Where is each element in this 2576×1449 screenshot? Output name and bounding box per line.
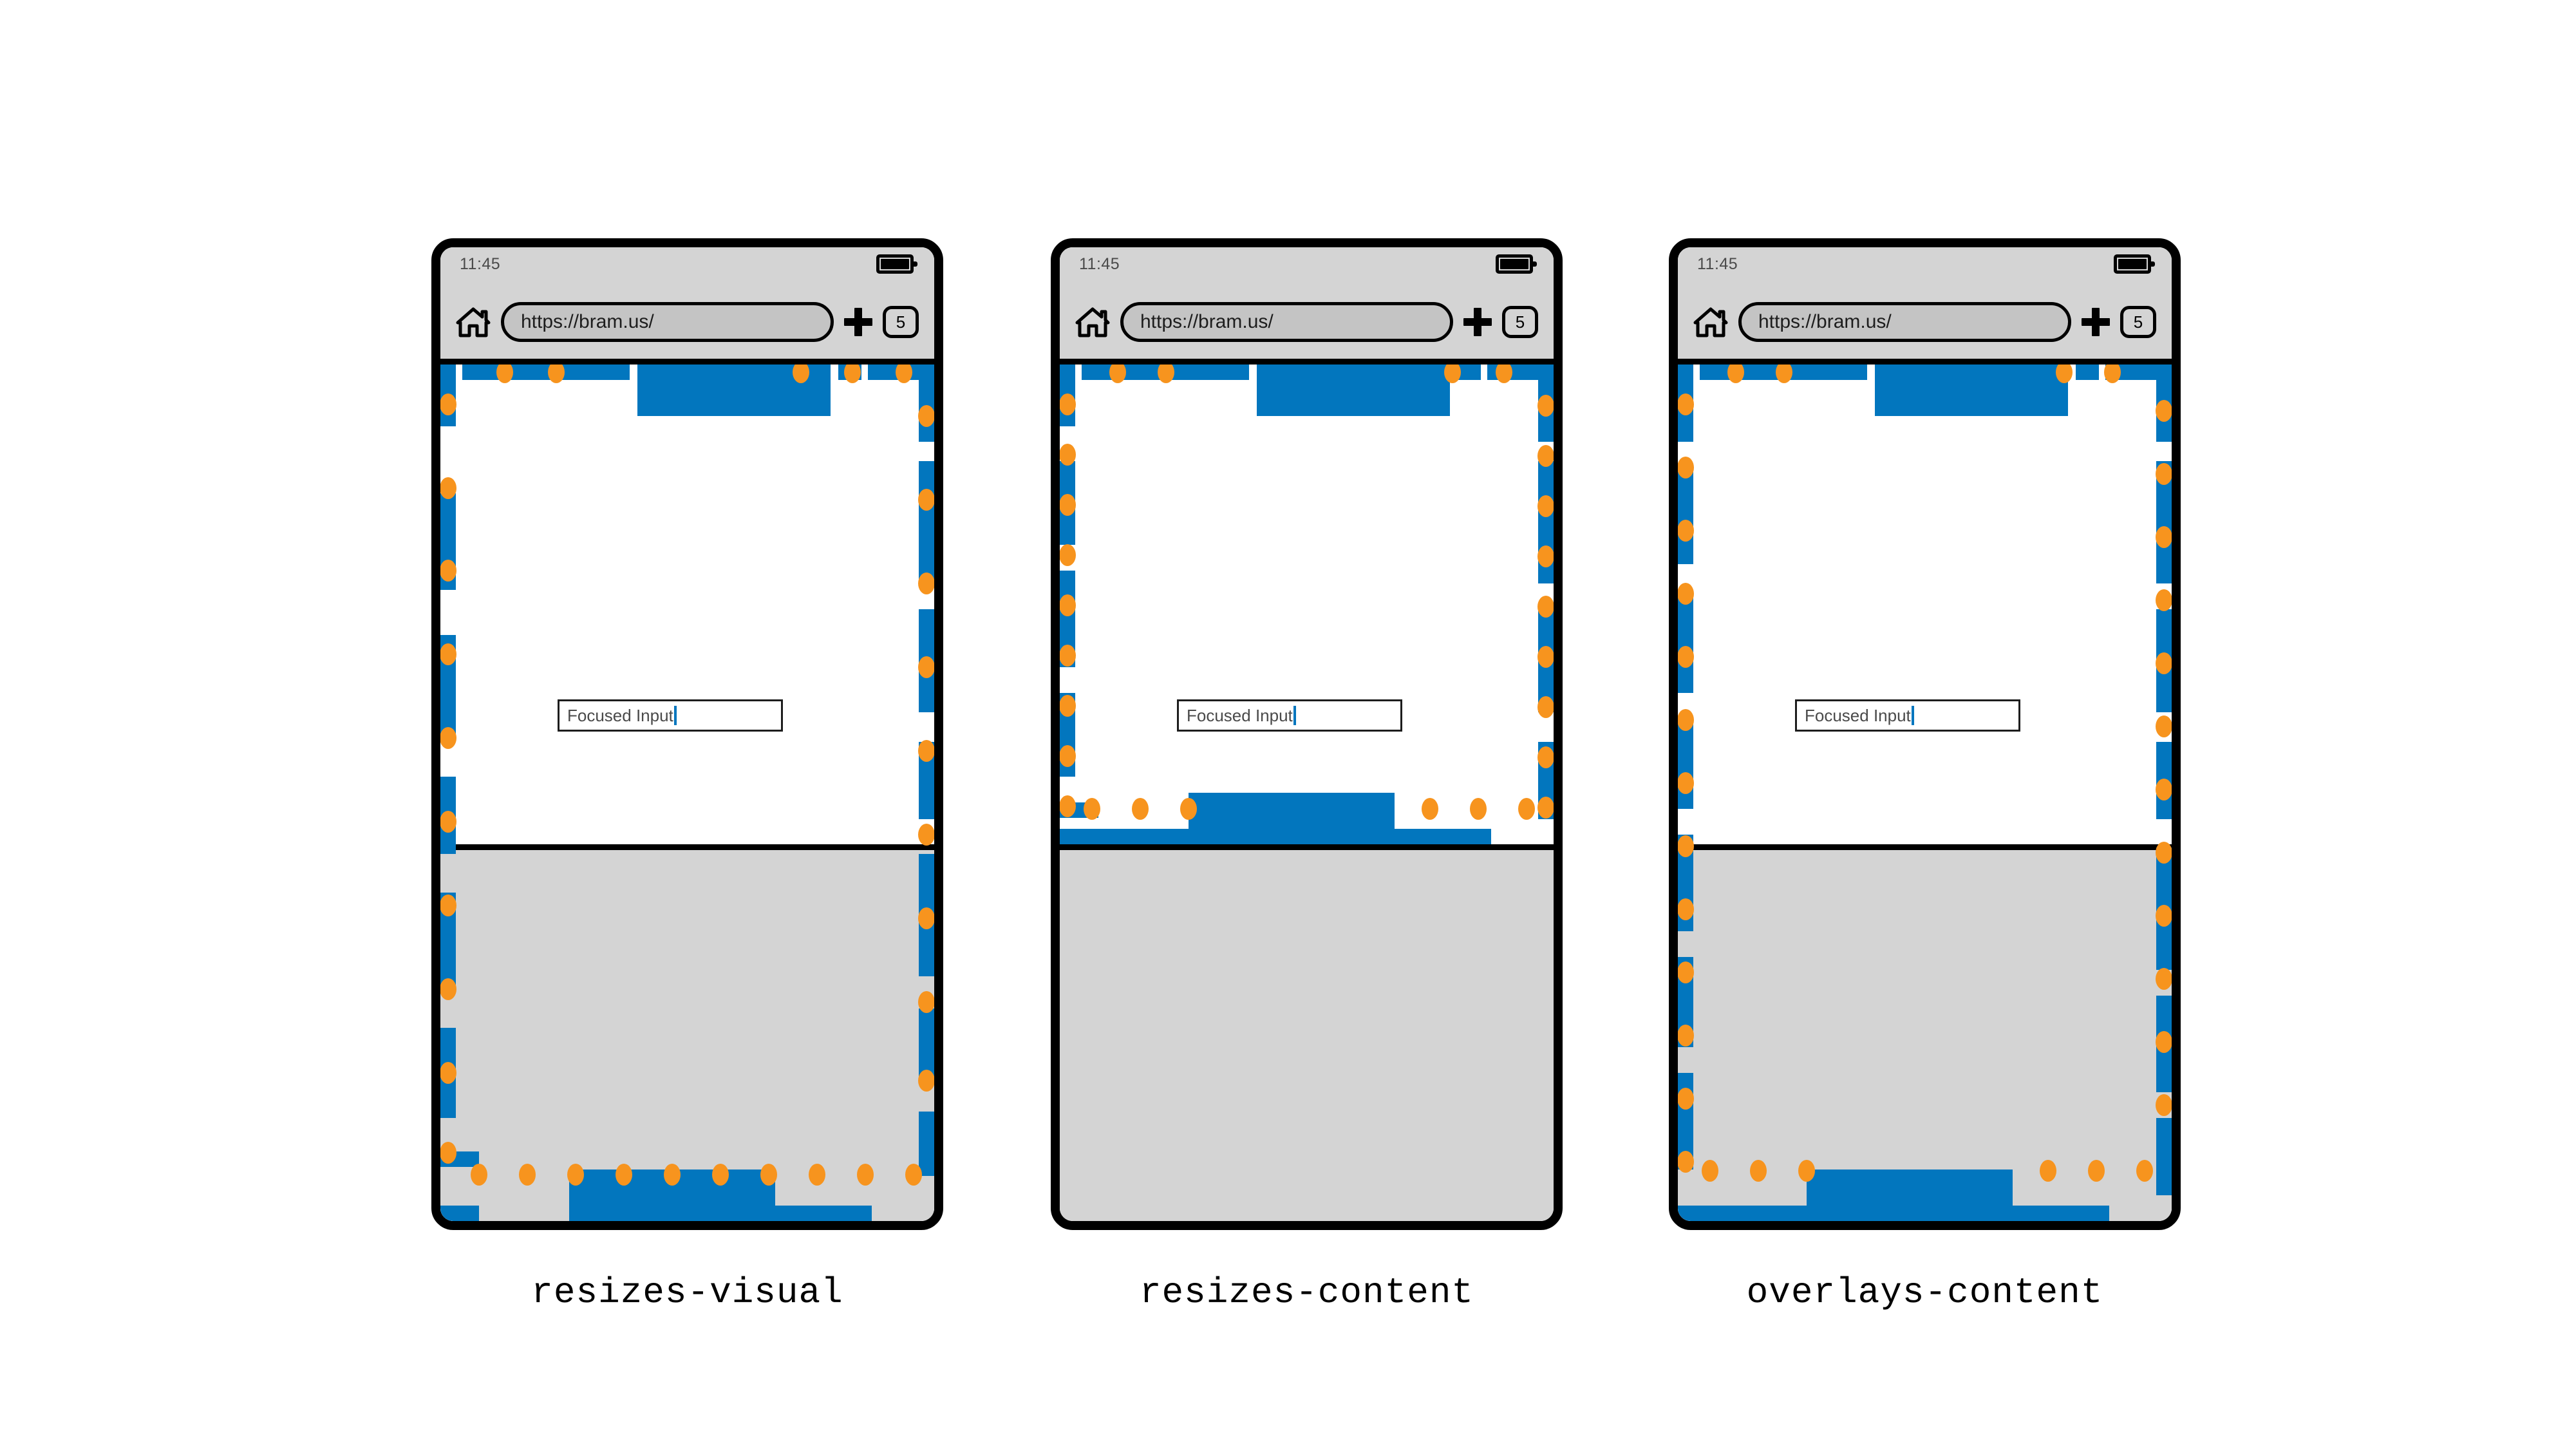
- home-icon[interactable]: [1693, 307, 1728, 337]
- focused-input-value: Focused Input: [1805, 705, 1911, 725]
- phone-resizes-content: 11:45 https://bram.us/ 5: [1051, 238, 1563, 1230]
- tab-count-button[interactable]: 5: [1502, 306, 1538, 338]
- text-caret: [1911, 706, 1914, 725]
- plus-icon[interactable]: [1463, 308, 1492, 336]
- home-icon[interactable]: [456, 307, 491, 337]
- browser-chrome: 11:45 https://bram.us/ 5: [1678, 247, 2172, 365]
- battery-full-icon: [1496, 254, 1537, 274]
- tab-count-label: 5: [1515, 312, 1525, 332]
- focused-input-field[interactable]: Focused Input: [558, 699, 783, 732]
- battery-full-icon: [2114, 254, 2155, 274]
- content-area: Focused Input: [1060, 365, 1554, 1221]
- phone-screen: 11:45 https://bram.us/ 5: [1678, 247, 2172, 1221]
- status-clock: 11:45: [460, 255, 501, 273]
- tab-count-label: 5: [2133, 312, 2143, 332]
- status-clock: 11:45: [1697, 255, 1738, 273]
- url-text: https://bram.us/: [1140, 311, 1274, 332]
- plus-icon[interactable]: [2082, 308, 2110, 336]
- phone-resizes-visual: 11:45 https://bram.us/ 5: [431, 238, 943, 1230]
- text-caret: [1293, 706, 1296, 725]
- content-area: Focused Input: [440, 365, 934, 1221]
- browser-toolbar: https://bram.us/ 5: [440, 285, 934, 359]
- virtual-keyboard: [1060, 844, 1554, 1221]
- caption-resizes-visual: resizes-visual: [531, 1272, 843, 1313]
- status-bar: 11:45: [1678, 247, 2172, 285]
- phone-screen: 11:45 https://bram.us/ 5: [440, 247, 934, 1221]
- focused-input-field[interactable]: Focused Input: [1795, 699, 2020, 732]
- battery-full-icon: [876, 254, 917, 274]
- caption-resizes-content: resizes-content: [1139, 1272, 1474, 1313]
- content-area: Focused Input: [1678, 365, 2172, 1221]
- tab-count-button[interactable]: 5: [883, 306, 919, 338]
- focused-input-value: Focused Input: [1187, 705, 1293, 725]
- home-icon[interactable]: [1075, 307, 1110, 337]
- browser-chrome: 11:45 https://bram.us/ 5: [440, 247, 934, 365]
- text-caret: [673, 706, 677, 725]
- browser-toolbar: https://bram.us/ 5: [1060, 285, 1554, 359]
- plus-icon[interactable]: [844, 308, 872, 336]
- url-bar[interactable]: https://bram.us/: [501, 302, 834, 342]
- tab-count-label: 5: [896, 312, 906, 332]
- url-text: https://bram.us/: [521, 311, 654, 332]
- status-bar: 11:45: [1060, 247, 1554, 285]
- focused-input-field[interactable]: Focused Input: [1177, 699, 1402, 732]
- url-bar[interactable]: https://bram.us/: [1120, 302, 1453, 342]
- focused-input-value: Focused Input: [567, 705, 673, 725]
- browser-chrome: 11:45 https://bram.us/ 5: [1060, 247, 1554, 365]
- url-bar[interactable]: https://bram.us/: [1738, 302, 2071, 342]
- tab-count-button[interactable]: 5: [2120, 306, 2156, 338]
- virtual-keyboard: [1678, 844, 2172, 1221]
- url-text: https://bram.us/: [1758, 311, 1892, 332]
- web-page-surface: [1060, 365, 1554, 844]
- browser-toolbar: https://bram.us/ 5: [1678, 285, 2172, 359]
- status-bar: 11:45: [440, 247, 934, 285]
- phone-screen: 11:45 https://bram.us/ 5: [1060, 247, 1554, 1221]
- phone-overlays-content: 11:45 https://bram.us/ 5: [1669, 238, 2181, 1230]
- status-clock: 11:45: [1079, 255, 1120, 273]
- virtual-keyboard: [440, 844, 934, 1221]
- caption-overlays-content: overlays-content: [1746, 1272, 2103, 1313]
